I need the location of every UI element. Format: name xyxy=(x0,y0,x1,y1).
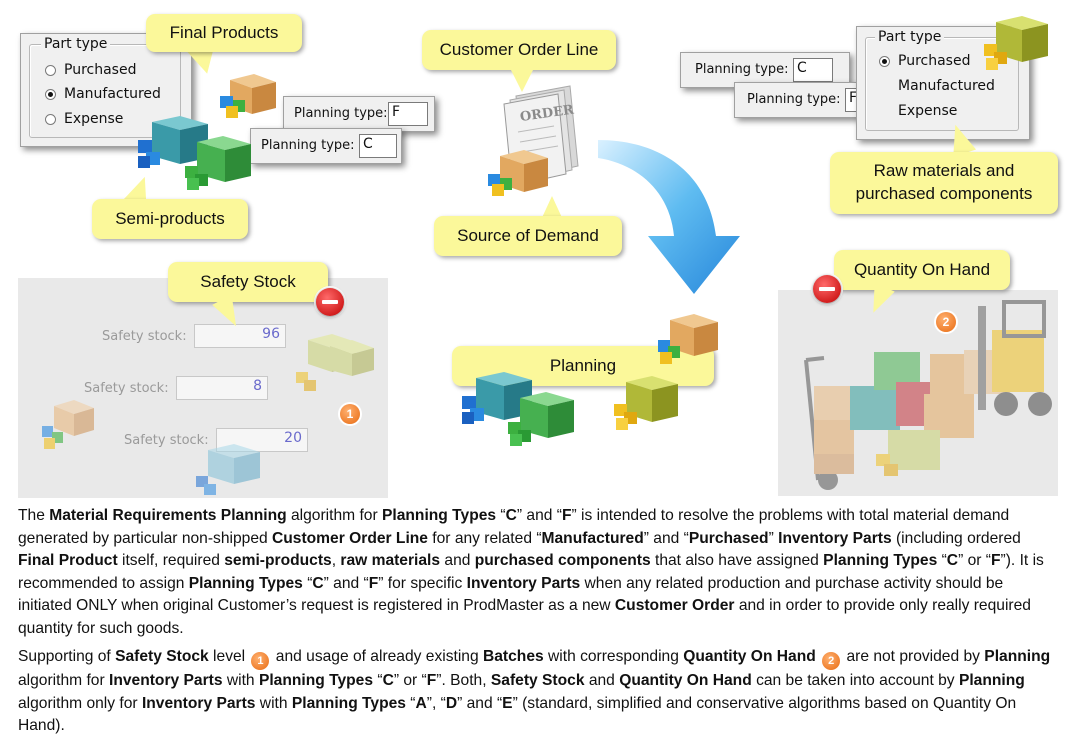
radio-label: Manufactured xyxy=(898,78,995,94)
radio-icon xyxy=(45,64,56,76)
planning-type-label: Planning type: xyxy=(294,106,388,121)
radio-expense[interactable]: Expense xyxy=(879,103,957,119)
part-type-legend: Part type xyxy=(875,29,945,45)
badge-1-icon: 1 xyxy=(251,652,270,670)
safety-stock-input: 8 xyxy=(176,376,268,400)
box-icon-planning-yellow xyxy=(614,376,678,430)
radio-selected-icon xyxy=(879,55,890,67)
box-icon-raw-materials xyxy=(984,16,1048,70)
radio-manufactured[interactable]: Manufactured xyxy=(879,78,995,94)
quantity-on-hand-panel: 2 xyxy=(778,290,1058,496)
box-icon-semi-green xyxy=(185,136,251,190)
no-entry-icon xyxy=(813,275,841,303)
planning-type-label: Planning type: xyxy=(261,138,355,153)
radio-label: Manufactured xyxy=(64,86,161,102)
radio-expense[interactable]: Expense xyxy=(45,111,123,127)
planning-type-label: Planning type: xyxy=(747,92,841,107)
radio-label: Expense xyxy=(64,111,124,127)
safety-stock-input: 96 xyxy=(194,324,286,348)
callout-tail xyxy=(510,68,534,92)
box-icon-faded-blue xyxy=(196,444,260,495)
planning-type-c-input[interactable]: C xyxy=(793,58,833,82)
radio-label: Expense xyxy=(898,103,958,119)
box-icon-planning-green xyxy=(508,392,574,446)
radio-label: Purchased xyxy=(898,53,971,69)
box-icon-final-products xyxy=(220,74,276,118)
box-icon-faded-orange xyxy=(42,400,94,449)
planning-type-c-panel: Planning type: C xyxy=(250,128,402,164)
callout-raw-materials: Raw materials and purchased components xyxy=(830,152,1058,214)
planning-type-c-input[interactable]: C xyxy=(359,134,397,158)
order-label: ORDER xyxy=(519,103,575,125)
callout-source-of-demand: Source of Demand xyxy=(434,216,622,256)
radio-selected-icon xyxy=(45,88,56,100)
no-entry-icon xyxy=(316,288,344,316)
callout-safety-stock: Safety Stock xyxy=(168,262,328,302)
flow-arrow-icon xyxy=(598,140,740,294)
box-icon-planning-orange xyxy=(658,314,718,364)
safety-stock-label: Safety stock: xyxy=(124,433,209,448)
callout-raw-materials-line1: Raw materials and xyxy=(873,161,1015,181)
description-paragraph-2: Supporting of Safety Stock level 1 and u… xyxy=(18,648,1051,735)
part-type-dialog-left: Part type Purchased Manufactured Expense xyxy=(20,33,192,147)
safety-stock-badge: 1 xyxy=(340,404,360,424)
box-icon-order xyxy=(488,150,548,196)
description-paragraph-1: The Material Requirements Planning algor… xyxy=(18,507,1044,637)
safety-stock-label: Safety stock: xyxy=(84,381,169,396)
planning-type-f-panel: Planning type: F xyxy=(283,96,435,132)
radio-purchased[interactable]: Purchased xyxy=(45,62,136,78)
warehouse-illustration-icon xyxy=(804,300,1052,490)
planning-type-f-input[interactable]: F xyxy=(388,102,428,126)
radio-purchased[interactable]: Purchased xyxy=(879,53,970,69)
planning-type-label: Planning type: xyxy=(695,62,789,77)
radio-icon xyxy=(45,113,56,125)
safety-stock-label: Safety stock: xyxy=(102,329,187,344)
callout-customer-order-line: Customer Order Line xyxy=(422,30,616,70)
callout-quantity-on-hand: Quantity On Hand xyxy=(834,250,1010,290)
radio-manufactured[interactable]: Manufactured xyxy=(45,86,161,102)
part-type-legend: Part type xyxy=(41,36,111,52)
callout-semi-products: Semi-products xyxy=(92,199,248,239)
quantity-on-hand-badge: 2 xyxy=(936,312,956,332)
box-icon-faded-yellow xyxy=(296,334,374,391)
callout-raw-materials-line2: purchased components xyxy=(855,184,1033,203)
callout-final-products: Final Products xyxy=(146,14,302,52)
radio-label: Purchased xyxy=(64,62,137,78)
badge-2-icon: 2 xyxy=(822,652,841,670)
